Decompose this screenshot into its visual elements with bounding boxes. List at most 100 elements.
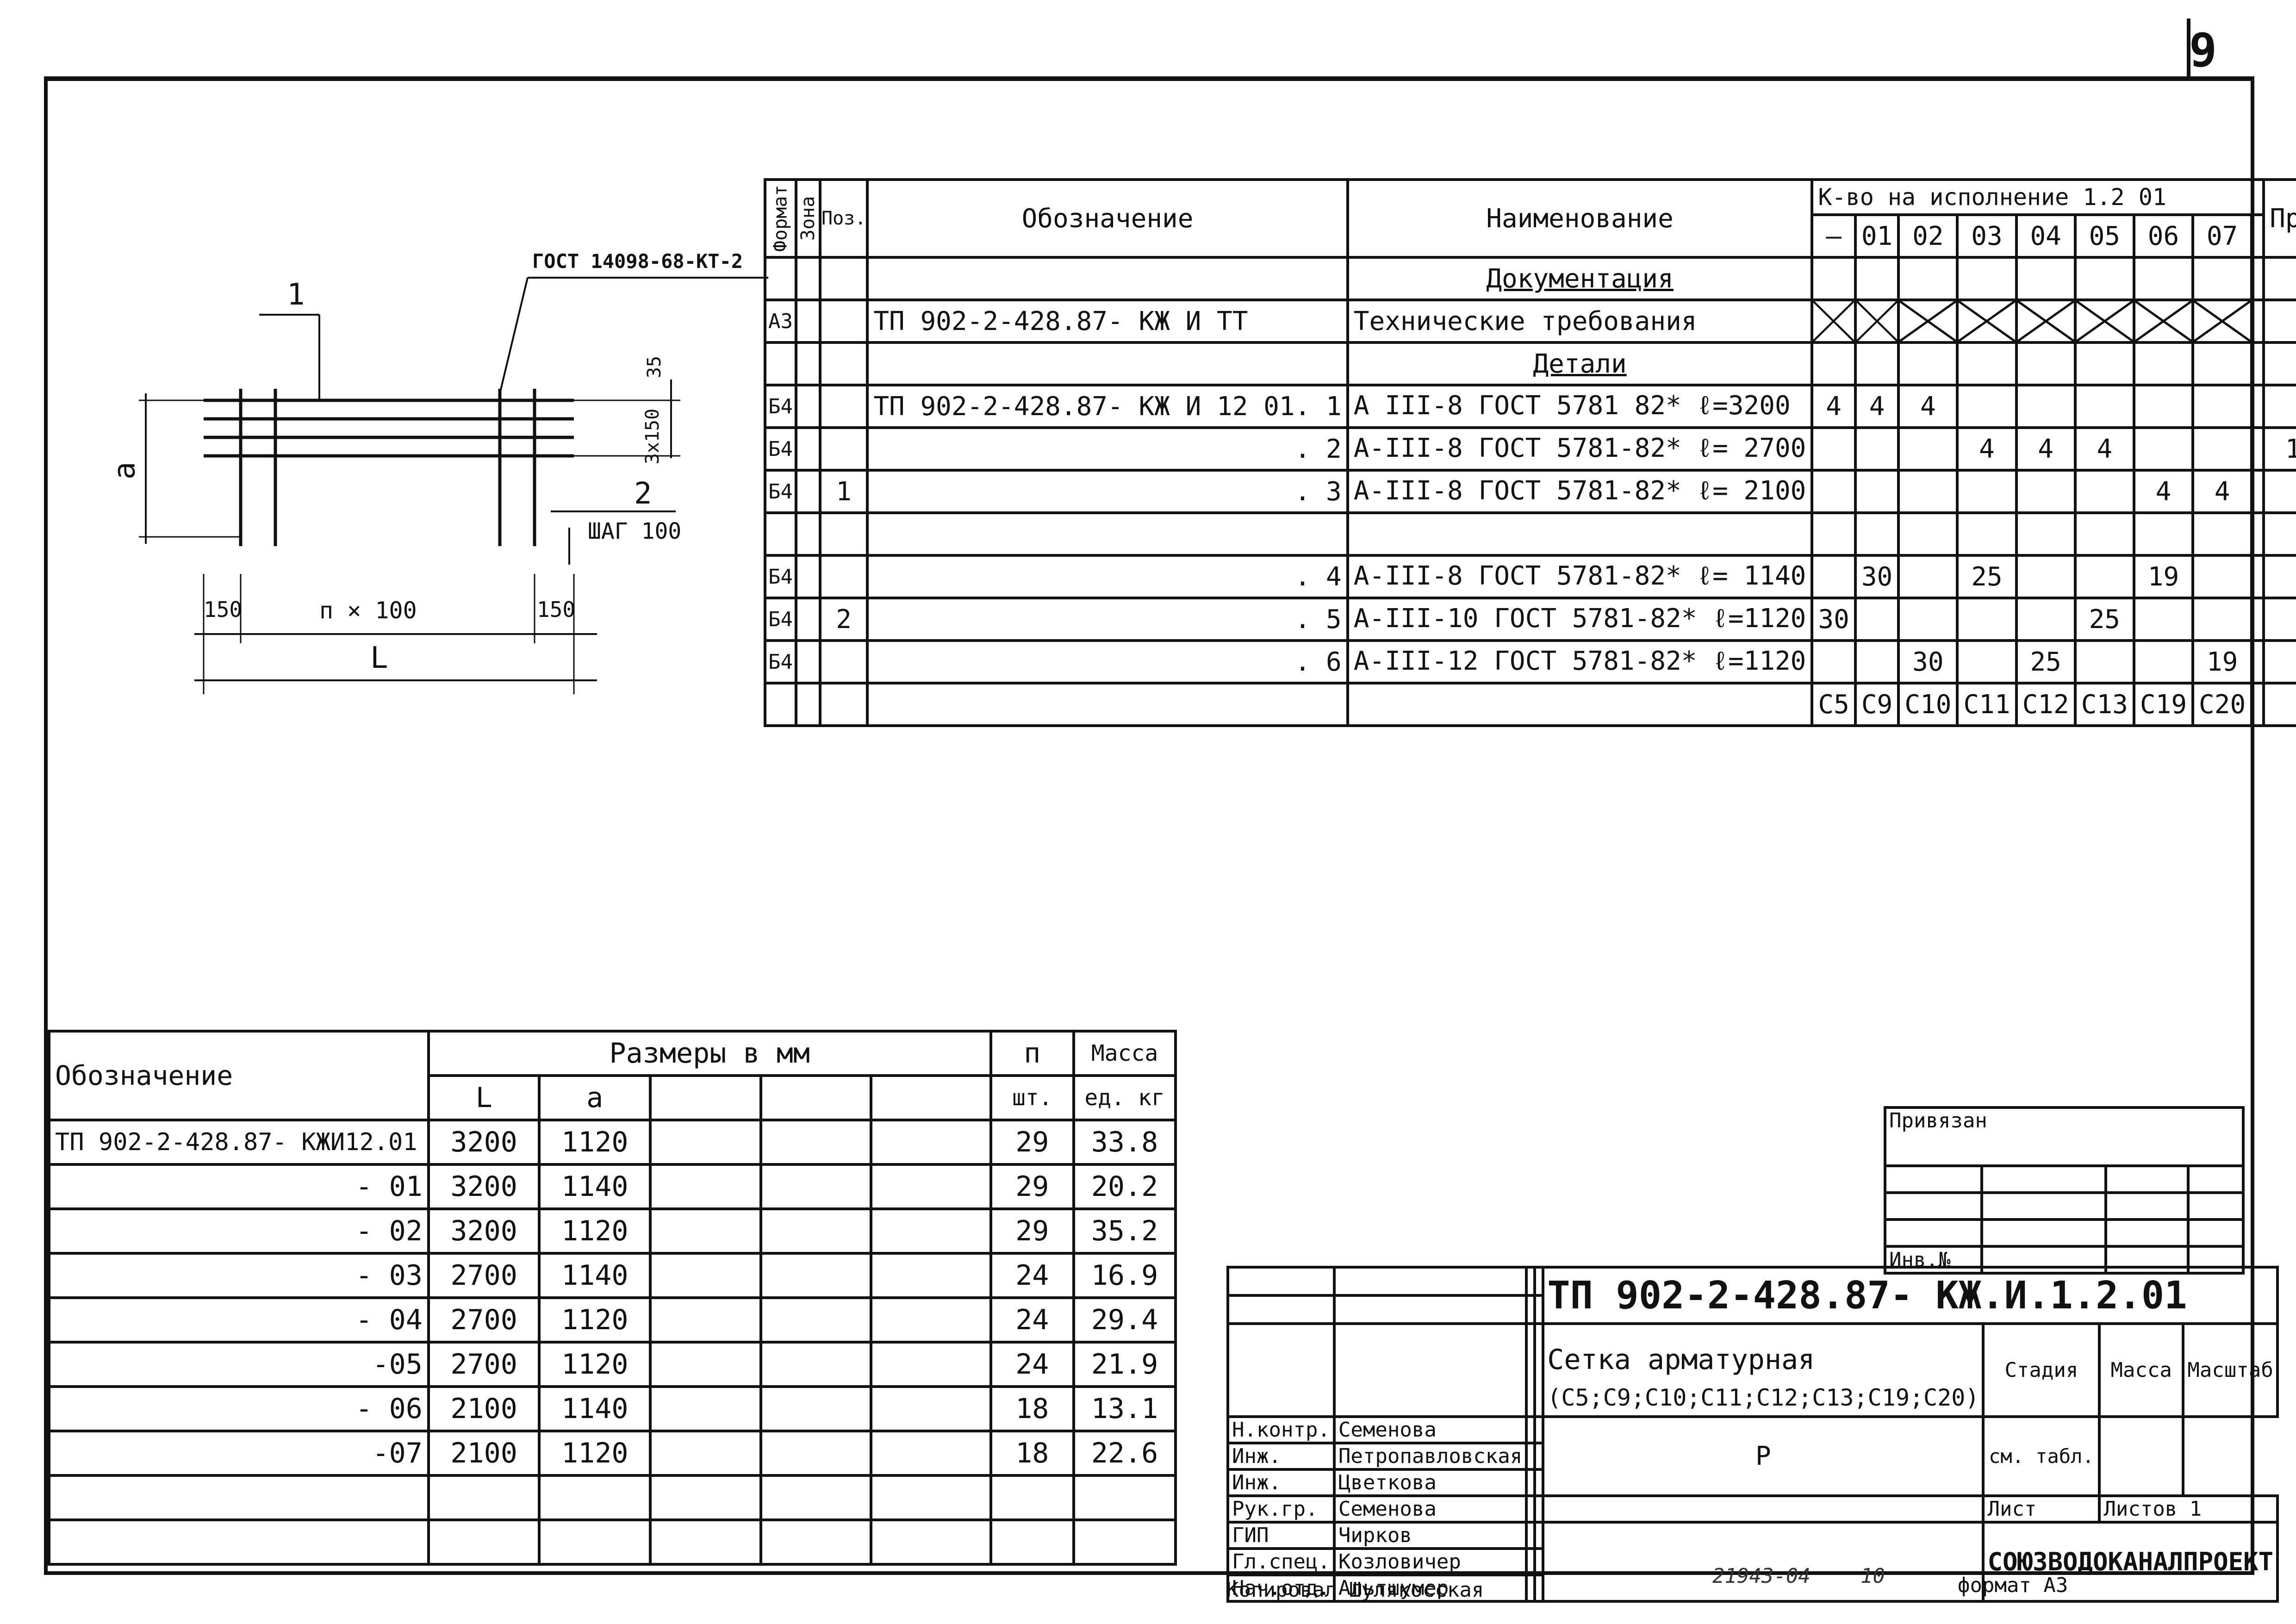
row-qty: 25 xyxy=(1956,554,2018,599)
row-qty xyxy=(2015,384,2077,429)
dh-mass2: ед. кг xyxy=(1072,1074,1177,1121)
staff-role: Гл.спец. xyxy=(1226,1547,1336,1576)
h-qty-title: К-во на исполнение 1.2 01 xyxy=(1811,178,2265,216)
copied-by: Копировал Шулякосская xyxy=(1226,1578,1484,1602)
row-pos xyxy=(818,426,869,472)
row-zone xyxy=(794,554,821,599)
scale-value xyxy=(2098,1415,2184,1497)
dims-designation: - 03 xyxy=(48,1252,430,1299)
spec-row: Б42. 5А-III-10 ГОСТ 5781-82* ℓ=112030250… xyxy=(764,597,2296,642)
privyazan-label: Привязан xyxy=(1884,1106,2245,1167)
row-zone xyxy=(794,426,821,472)
row-qty xyxy=(2073,384,2135,429)
drawing-frame xyxy=(44,76,2254,1575)
row-qty xyxy=(2132,511,2195,557)
row-designation: ТП 902-2-428.87- КЖ И 12 01. 1 xyxy=(866,384,1349,429)
dims-a: 1120 xyxy=(538,1430,652,1477)
section-docs: Документация xyxy=(1346,256,1814,301)
staff-signature xyxy=(1525,1547,1537,1576)
row-qty: 4 xyxy=(2015,426,2077,472)
staff-signature xyxy=(1525,1494,1537,1524)
row-qty xyxy=(1897,511,1959,557)
dims-a: 1120 xyxy=(538,1207,652,1255)
dims-mass: 22.6 xyxy=(1072,1430,1177,1477)
stage-header: Стадия xyxy=(1982,1322,2101,1418)
row-format: Б4 xyxy=(764,639,797,684)
dim-150-right: 150 xyxy=(537,597,576,622)
dh-n: п xyxy=(989,1030,1076,1077)
dims-n: 24 xyxy=(989,1341,1076,1388)
doc-code: ТП 902-2-428.87- КЖ.И.1.2.01 xyxy=(1542,1266,2279,1325)
dims-L: 2100 xyxy=(427,1385,541,1432)
row-designation: . 2 xyxy=(866,426,1349,472)
dims-mass: 35.2 xyxy=(1072,1207,1177,1255)
dims-a: 1120 xyxy=(538,1341,652,1388)
staff-name: Семенова xyxy=(1332,1494,1528,1524)
mark: С12 xyxy=(2015,682,2077,727)
row-qty xyxy=(2015,511,2077,557)
dims-mass: 13.1 xyxy=(1072,1385,1177,1432)
h-variant: 04 xyxy=(2015,213,2077,259)
mark xyxy=(2250,682,2265,727)
dims-L: 3200 xyxy=(427,1207,541,1255)
sheets-label: Листов 1 xyxy=(2098,1494,2279,1524)
row-qty xyxy=(1854,639,1900,684)
staff-date xyxy=(1533,1547,1545,1576)
row-note: 0.5кг xyxy=(2262,554,2296,599)
dims-n: 29 xyxy=(989,1163,1076,1210)
gost-label: ГОСТ 14098-68-КТ-2 xyxy=(532,250,743,273)
mark: С5 xyxy=(1811,682,1857,727)
row-zone xyxy=(794,511,821,557)
row-qty xyxy=(2191,511,2253,557)
cross-cell xyxy=(1956,299,2018,344)
spec-row: Б41. 3А-III-8 ГОСТ 5781-82* ℓ= 2100440.9… xyxy=(764,469,2296,514)
dims-n: 18 xyxy=(989,1430,1076,1477)
dims-n: 24 xyxy=(989,1296,1076,1344)
sheet-label: Лист xyxy=(1982,1494,2101,1524)
cross-cell xyxy=(2132,299,2195,344)
row-format: Б4 xyxy=(764,469,797,514)
row-pos xyxy=(818,554,869,599)
dims-mass: 29.4 xyxy=(1072,1296,1177,1344)
doc-designation: ТП 902-2-428.87- КЖ И ТТ xyxy=(866,299,1349,344)
staff-date xyxy=(1533,1442,1545,1471)
row-format xyxy=(764,511,797,557)
dims-L: 3200 xyxy=(427,1163,541,1210)
h-variant: 07 xyxy=(2191,213,2253,259)
staff-role: Инж. xyxy=(1226,1468,1336,1497)
staff-name: Семенова xyxy=(1332,1415,1528,1444)
row-qty xyxy=(2250,384,2265,429)
row-note: 1.1 кг xyxy=(2262,426,2296,472)
row-zone xyxy=(794,384,821,429)
staff-date xyxy=(1533,1415,1545,1444)
staff-date xyxy=(1533,1574,1545,1603)
mass-header: Масса xyxy=(2098,1322,2184,1418)
staff-role: Н.контр. xyxy=(1226,1415,1336,1444)
h-name: Наименование xyxy=(1346,178,1814,259)
row-name: А-III-8 ГОСТ 5781-82* ℓ= 1140 xyxy=(1346,554,1814,599)
staff-name: Петропавловская xyxy=(1332,1442,1528,1471)
title-block: ТП 902-2-428.87- КЖ.И.1.2.01 Сетка армат… xyxy=(1226,1266,2279,1603)
cross-cell xyxy=(1897,299,1959,344)
staff-signature xyxy=(1525,1521,1537,1550)
pos2-label: 2 xyxy=(634,477,652,511)
dims-mass: 16.9 xyxy=(1072,1252,1177,1299)
dims-designation: -07 xyxy=(48,1430,430,1477)
row-qty xyxy=(1956,639,2018,684)
row-qty xyxy=(2250,511,2265,557)
dim-L-label: L xyxy=(370,641,388,675)
dims-L: 2100 xyxy=(427,1430,541,1477)
dims-L: 3200 xyxy=(427,1119,541,1166)
dims-designation: -05 xyxy=(48,1341,430,1388)
row-qty xyxy=(1897,426,1959,472)
doc-number: 21943-04 xyxy=(1712,1564,1811,1588)
row-qty xyxy=(1956,597,2018,642)
pos1-label: 1 xyxy=(287,278,305,312)
row-pos xyxy=(818,384,869,429)
doc-format: А3 xyxy=(764,299,797,344)
dh-designation: Обозначение xyxy=(48,1030,430,1121)
staff-date xyxy=(1533,1494,1545,1524)
